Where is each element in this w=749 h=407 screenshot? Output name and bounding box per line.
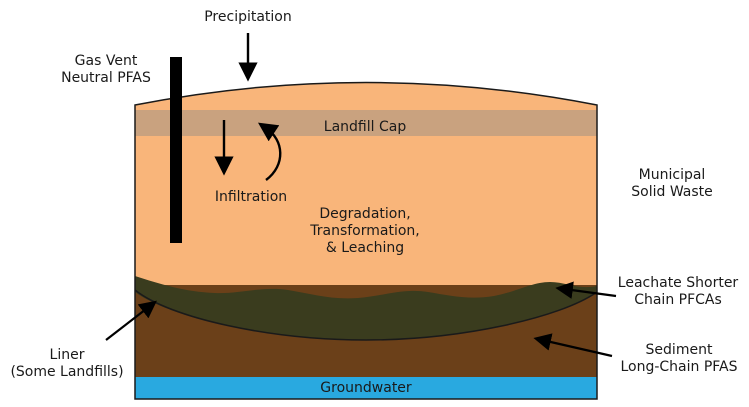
liner-label-line2: (Some Landfills)	[10, 364, 124, 380]
msw-label: Municipal Solid Waste	[620, 167, 724, 201]
leachate-label-line1: Leachate Shorter	[617, 275, 739, 291]
gas-vent-label: Gas Vent Neutral PFAS	[48, 53, 164, 87]
sediment-label-line1: Sediment	[645, 342, 713, 358]
gas-vent-label-line1: Gas Vent	[74, 53, 138, 69]
sediment-label-line2: Long-Chain PFAS	[620, 359, 738, 375]
landfill-cap-band	[135, 110, 597, 136]
liner-label-line1: Liner	[49, 347, 85, 363]
sediment-label: Sediment Long-Chain PFAS	[612, 342, 746, 376]
msw-label-line1: Municipal	[638, 167, 706, 183]
leachate-label: Leachate Shorter Chain PFCAs	[610, 275, 746, 309]
transformation-curved-arrow	[258, 122, 282, 181]
leachate-layer	[135, 276, 597, 340]
landfill-cap-label: Landfill Cap	[323, 119, 407, 135]
precipitation-label: Precipitation	[204, 9, 292, 25]
leachate-pointer-arrow	[555, 281, 617, 299]
landfill-outline	[134, 81, 598, 400]
groundwater-layer	[135, 377, 597, 399]
degradation-label: Degradation, Transformation, & Leaching	[290, 206, 440, 257]
degradation-label-line2: Transformation,	[310, 223, 420, 239]
infiltration-label: Infiltration	[214, 189, 288, 205]
msw-label-line2: Solid Waste	[631, 184, 713, 200]
groundwater-label: Groundwater	[320, 380, 412, 396]
leachate-label-line2: Chain PFCAs	[634, 292, 722, 308]
liner-label: Liner (Some Landfills)	[2, 347, 132, 381]
gas-vent-pipe	[170, 57, 182, 243]
gas-vent-label-line2: Neutral PFAS	[61, 70, 151, 86]
sediment-pointer-arrow	[533, 333, 613, 358]
degradation-label-line3: & Leaching	[325, 240, 405, 256]
liner-curve	[134, 289, 598, 341]
liner-pointer-arrow	[105, 300, 157, 341]
degradation-label-line1: Degradation,	[319, 206, 411, 222]
